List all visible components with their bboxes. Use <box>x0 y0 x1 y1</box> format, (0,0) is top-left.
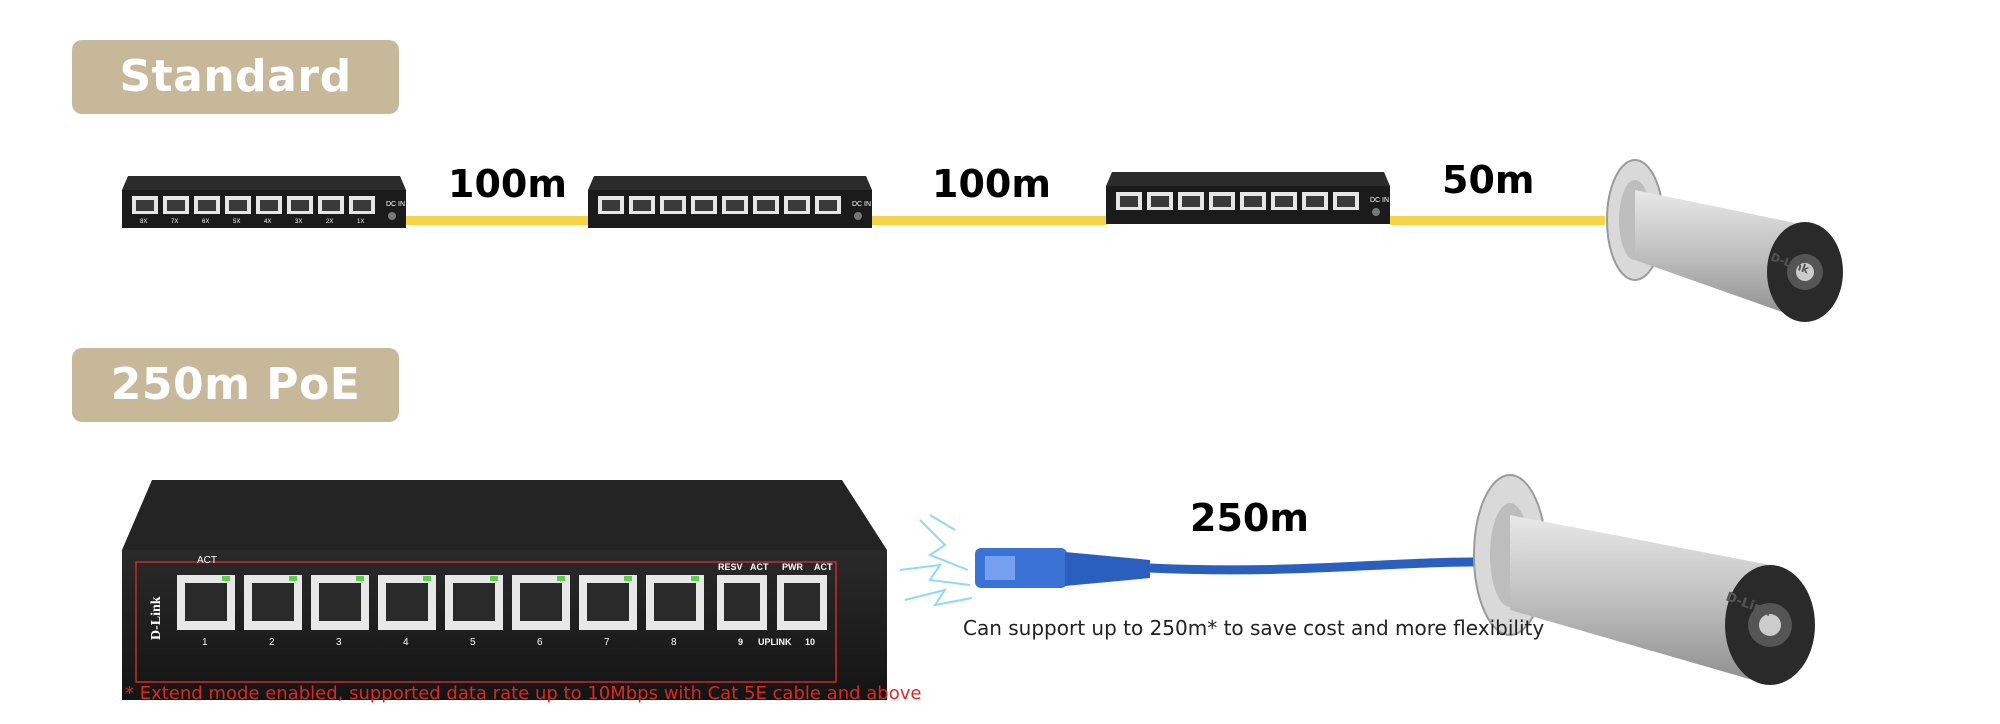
poe-switch-2: DC IN <box>588 176 872 228</box>
distance-label-250m: 250m <box>1190 496 1309 540</box>
extended-poe-badge: 250m PoE <box>72 348 399 422</box>
port-numbers: 1 2 3 4 5 6 7 8 <box>202 637 677 648</box>
yellow-cable-2 <box>872 216 1107 225</box>
camera-icon: D-Link <box>1606 159 1843 322</box>
dc-in-label: DC IN <box>852 201 871 208</box>
support-caption: Can support up to 250m* to save cost and… <box>963 616 1545 640</box>
distance-label-1: 100m <box>448 162 567 206</box>
yellow-cable-3 <box>1390 216 1605 225</box>
dc-in-label: DC IN <box>1370 197 1389 204</box>
poe-switch-1: DC IN <box>122 176 406 228</box>
camera-icon: D-Link <box>1473 474 1815 685</box>
distance-label-3: 50m <box>1442 158 1535 202</box>
ethernet-cable <box>975 548 1501 588</box>
uplink-number: 9 <box>738 637 743 647</box>
port-label: 4X <box>264 219 271 225</box>
switch-port-labels: 8X 7X 6X 5X 4X 3X 2X 1X <box>140 219 364 225</box>
extend-mode-footnote: * Extend mode enabled, supported data ra… <box>125 683 922 704</box>
uplink-label: UPLINK <box>758 637 792 647</box>
poe-switch-250m: D-Link ACT 1 2 3 4 5 6 7 8 RESV <box>122 480 887 700</box>
distance-label-2: 100m <box>932 162 1051 206</box>
port-number: 8 <box>671 637 677 648</box>
uplink-led-label: PWR <box>782 562 803 572</box>
yellow-cable-1 <box>405 216 590 225</box>
dc-jack <box>388 212 396 220</box>
dc-in-label: DC IN <box>386 201 405 208</box>
port-number: 7 <box>604 637 610 648</box>
dc-jack <box>1372 208 1380 216</box>
switch-brand: D-Link <box>149 596 164 640</box>
uplink-labels: RESV ACT PWR ACT 9 UPLINK 10 <box>718 562 833 647</box>
port-number: 4 <box>403 637 409 648</box>
extended-poe-label: 250m PoE <box>110 359 361 410</box>
port-number: 1 <box>202 637 208 648</box>
dc-jack <box>854 212 862 220</box>
port-label: 3X <box>295 219 302 225</box>
uplink-led-label: ACT <box>750 562 769 572</box>
port-label: 5X <box>233 219 240 225</box>
port-number: 6 <box>537 637 543 648</box>
port-number: 2 <box>269 637 275 648</box>
switch-3-ports <box>1116 192 1359 210</box>
big-switch-ports <box>177 575 704 630</box>
port-label: 7X <box>171 219 178 225</box>
port-label: 1X <box>357 219 364 225</box>
switch-2-ports <box>598 196 841 214</box>
uplink-led-label: RESV <box>718 562 743 572</box>
port-number: 3 <box>336 637 342 648</box>
port-label: 8X <box>140 219 147 225</box>
act-label: ACT <box>197 555 217 566</box>
spark-icon <box>899 514 973 607</box>
uplink-led-label: ACT <box>814 562 833 572</box>
poe-switch-3: DC IN <box>1106 172 1390 224</box>
port-label: 2X <box>326 219 333 225</box>
standard-poe-badge: Standard PoE <box>72 40 399 176</box>
uplink-number: 10 <box>805 637 815 647</box>
port-label: 6X <box>202 219 209 225</box>
standard-poe-label: Standard PoE <box>119 51 352 176</box>
port-number: 5 <box>470 637 476 648</box>
uplink-ports <box>717 575 827 630</box>
switch-1-ports <box>132 196 375 214</box>
